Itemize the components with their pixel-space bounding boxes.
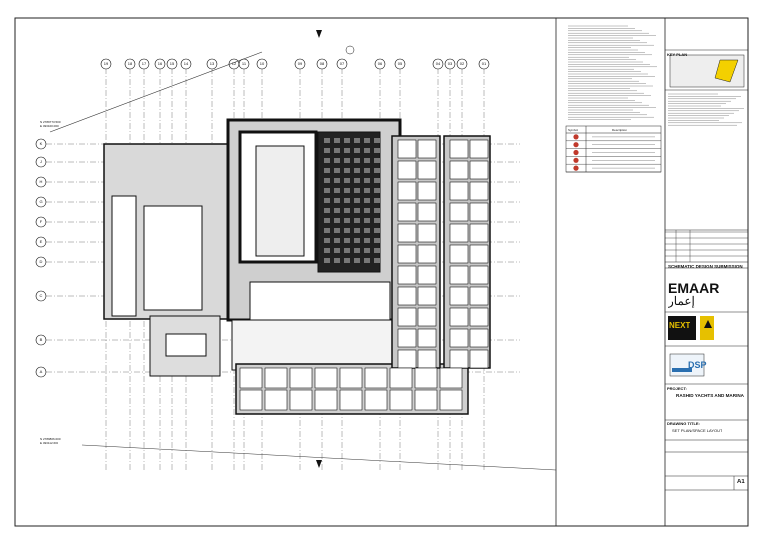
grid-row-label: G	[39, 199, 43, 204]
coordinate-label: E 493112.600	[40, 441, 59, 445]
grid-bubble	[35, 196, 47, 208]
legend-symbol-icon	[573, 157, 579, 163]
legend-symbol-icon	[573, 134, 579, 140]
grid-column-label: 10	[259, 61, 265, 66]
grid-column-label: 03	[447, 61, 453, 66]
grid-column-label: 16	[157, 61, 163, 66]
grid-bubble	[294, 58, 306, 70]
grid-bubble	[124, 58, 136, 70]
project-name: RASHID YACHTS AND MARINA	[676, 393, 744, 398]
grid-row-label: H	[39, 179, 43, 184]
grid-bubble	[316, 58, 328, 70]
grid-column-label: 18	[127, 61, 133, 66]
grid-column-label: 09	[297, 61, 303, 66]
grid-bubble	[394, 58, 406, 70]
grid-row-label: A	[39, 369, 43, 374]
coordinate-label: E 493100.000	[40, 124, 59, 128]
grid-bubble	[35, 256, 47, 268]
grid-column-label: 15	[169, 61, 175, 66]
key-plan-label: KEY PLAN	[667, 52, 688, 57]
grid-bubble	[166, 58, 178, 70]
grid-column-label: 13	[209, 61, 215, 66]
section-marker-icon	[316, 460, 322, 468]
grid-bubble	[374, 58, 386, 70]
legend-table	[565, 125, 662, 173]
grid-row-label: E	[39, 239, 43, 244]
grid-column-label: 11	[241, 61, 247, 66]
project-label: PROJECT:	[667, 386, 687, 391]
grid-bubble	[456, 58, 468, 70]
grid-column-label: 19	[103, 61, 109, 66]
grid-row-label: B	[39, 337, 43, 342]
hatch-pattern	[324, 138, 380, 263]
drawing-title-label: DRAWING TITLE:	[667, 421, 700, 426]
grid-bubble	[35, 176, 47, 188]
grid-row-label: F	[39, 219, 43, 224]
grid-bubble	[35, 156, 47, 168]
grid-bubble	[35, 290, 47, 302]
consultant-logo: NEXT	[669, 321, 691, 330]
grid-row-label: J	[40, 159, 42, 164]
grid-bubble	[35, 236, 47, 248]
grid-column-label: 08	[319, 61, 325, 66]
sheet-size: A1	[737, 479, 745, 485]
grid-bubble	[478, 58, 490, 70]
grid-bubble	[35, 138, 47, 150]
grid-column-label: 02	[459, 61, 465, 66]
dsp-logo: DSP	[688, 360, 707, 370]
grid-bubble	[35, 334, 47, 346]
grid-row-label: K	[39, 141, 43, 146]
grid-row-label: C	[39, 293, 43, 298]
apartment-units	[239, 139, 489, 411]
grid-column-label: 04	[435, 61, 441, 66]
client-logo-arabic: إعمار	[668, 294, 695, 308]
grid-bubble	[100, 58, 112, 70]
legend-header-symbol: Symbol	[568, 128, 579, 132]
grid-column-label: 01	[481, 61, 487, 66]
dimension-line	[49, 51, 263, 133]
grid-column-label: 17	[141, 61, 147, 66]
grid-bubble	[35, 216, 47, 228]
grid-column-label: 14	[183, 61, 189, 66]
legend-symbol-icon	[573, 142, 579, 148]
legend-symbol-icon	[573, 165, 579, 171]
grid-bubble	[336, 58, 348, 70]
grid-column-label: 07	[339, 61, 345, 66]
submission-title: SCHEMATIC DESIGN SUBMISSION	[668, 264, 743, 269]
grid-bubble	[206, 58, 218, 70]
grid-row-label: D	[39, 259, 43, 264]
grid-bubble	[180, 58, 192, 70]
section-marker-icon	[316, 30, 322, 38]
legend-header-description: Description	[612, 128, 628, 132]
grid-bubble	[432, 58, 444, 70]
grid-bubble	[138, 58, 150, 70]
legend-symbol-icon	[573, 149, 579, 156]
grid-bubble	[444, 58, 456, 70]
grid-bubble	[154, 58, 166, 70]
general-notes	[568, 25, 744, 126]
title-block	[665, 49, 748, 491]
grid-column-label: 06	[377, 61, 383, 66]
drawing-title: SET PLAN/SPACE LAYOUT	[672, 428, 723, 433]
grid-column-label: 12	[231, 61, 237, 66]
grid-bubble	[256, 58, 268, 70]
client-logo: EMAAR	[668, 280, 720, 296]
coordinate-label: N 2789806.000	[40, 437, 61, 441]
grid-bubble	[35, 366, 47, 378]
grid-column-label: 05	[397, 61, 403, 66]
coordinate-label: N 2789773.500	[40, 120, 61, 124]
